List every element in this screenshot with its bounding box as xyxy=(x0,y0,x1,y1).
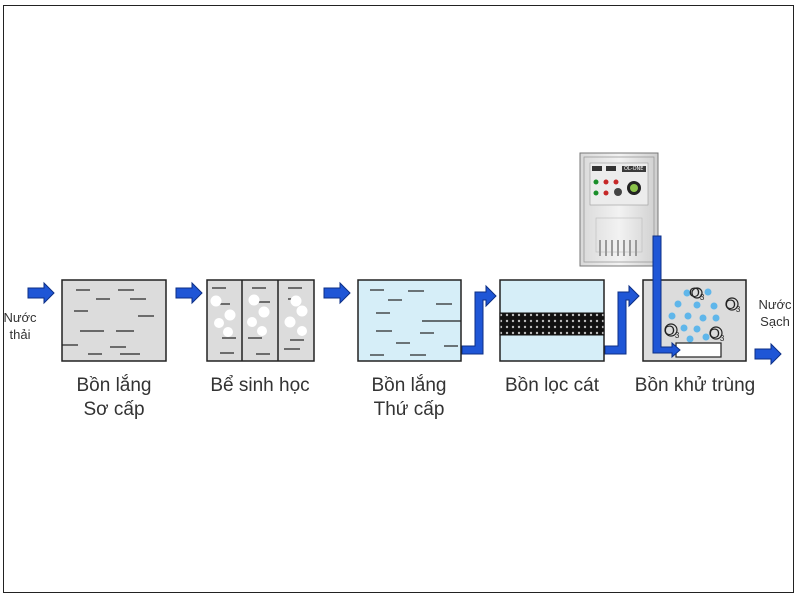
controller-text: OL-ONE xyxy=(624,166,644,172)
ozone-bubbles xyxy=(668,288,720,343)
stage-label-disinfection-line1: Bồn khử trùng xyxy=(634,375,756,396)
arrow-in xyxy=(27,281,55,305)
ozone-pipe xyxy=(652,235,681,359)
secondary-settling-tank xyxy=(357,279,462,362)
biological-tank xyxy=(206,279,315,362)
arrow-2 xyxy=(323,281,351,305)
stage-label-secondary-line1: Bồn lắng xyxy=(371,375,447,396)
ozone-label-3: O3 xyxy=(664,322,680,340)
stage-label-primary-line1: Bồn lắng xyxy=(76,375,152,396)
input-label-line2: thải xyxy=(9,327,31,342)
stage-label-sand-filter-line1: Bồn lọc cát xyxy=(505,375,599,396)
stage-label-secondary: Bồn lắng Thứ cấp xyxy=(352,374,466,422)
arrow-1 xyxy=(175,281,203,305)
output-label-line2: Sạch xyxy=(760,314,790,329)
input-label-line1: Nước xyxy=(3,310,37,325)
ozone-label-2: O3 xyxy=(725,296,741,314)
arrow-4 xyxy=(604,284,640,355)
stage-label-primary-line2: Sơ cấp xyxy=(83,399,145,420)
stage-label-biological: Bể sinh học xyxy=(200,374,320,398)
ozone-label-1: O3 xyxy=(689,284,705,302)
ozone-generator xyxy=(579,152,659,267)
ozone-label-4: O3 xyxy=(709,325,725,343)
stage-label-disinfection: Bồn khử trùng xyxy=(630,374,760,398)
stage-label-secondary-line2: Thứ cấp xyxy=(373,399,445,420)
stage-label-primary: Bồn lắng Sơ cấp xyxy=(62,374,166,422)
stage-label-sand-filter: Bồn lọc cát xyxy=(490,374,614,398)
sand-filter-tank xyxy=(499,279,605,362)
output-label-line1: Nước xyxy=(758,297,792,312)
input-label: Nước thải xyxy=(2,309,38,343)
flow-arrows xyxy=(27,281,782,366)
arrow-out xyxy=(754,342,782,366)
sand-filter-layer xyxy=(499,312,605,336)
diagram-frame xyxy=(3,5,794,593)
primary-settling-tank xyxy=(61,279,167,362)
stage-label-biological-line1: Bể sinh học xyxy=(210,375,310,396)
arrow-3 xyxy=(461,284,497,355)
output-label: Nước Sạch xyxy=(754,296,796,330)
